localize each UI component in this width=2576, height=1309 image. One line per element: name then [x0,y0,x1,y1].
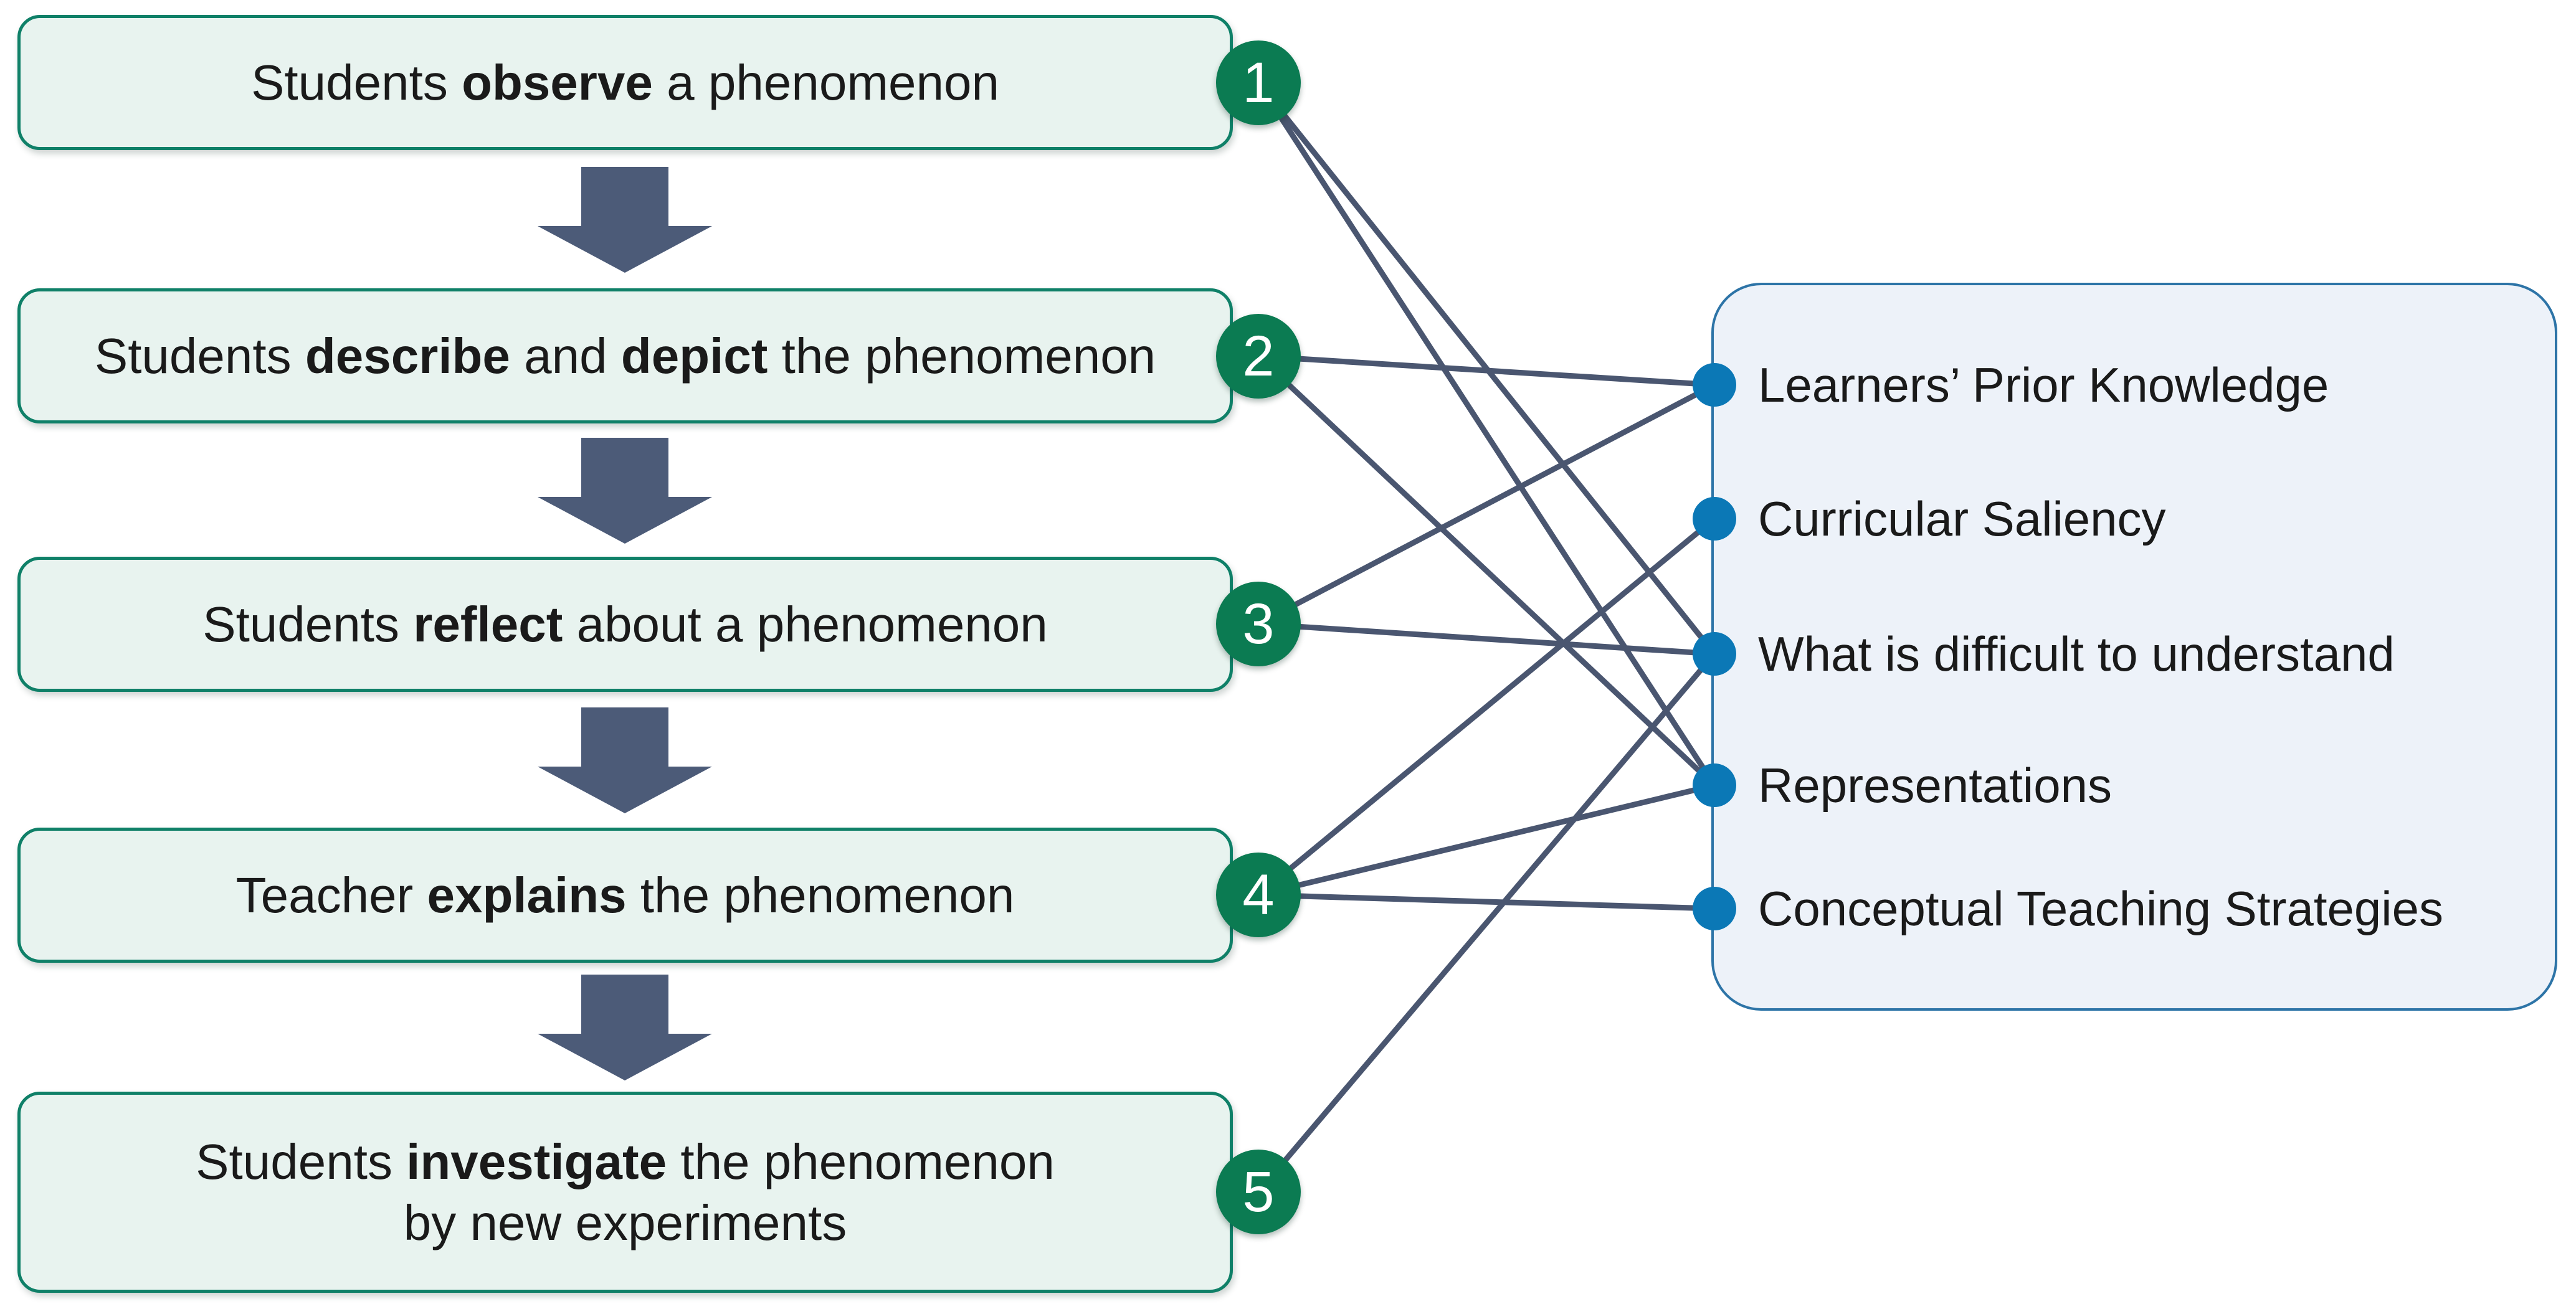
connection-line-1-difficult [1281,112,1717,656]
connection-line-2-prior [1298,356,1715,388]
pck-panel [1711,283,2557,1011]
step-box-describe-depict: Students describe and depict the phenome… [17,288,1233,423]
connection-line-3-prior [1292,382,1716,608]
step-label: Students describe and depict the phenome… [94,328,1156,384]
pck-item-dot [1693,887,1736,930]
connection-line-1-representations [1278,115,1717,787]
step-number-circle-2: 2 [1216,314,1301,399]
pck-item-label: Representations [1758,757,2113,813]
connection-line-3-difficult [1298,623,1715,657]
pck-item-label: Learners’ Prior Knowledge [1758,357,2329,412]
step-label: Students observe a phenomenon [251,54,999,110]
connection-line-5-difficult [1281,652,1717,1164]
connection-line-4-strategies [1298,893,1715,912]
down-arrow-icon [538,167,712,273]
pck-item-dot [1693,632,1736,676]
connection-line-2-representations [1285,381,1717,788]
pck-item-label: Conceptual Teaching Strategies [1758,881,2443,936]
pck-item-dot [1693,497,1736,541]
down-arrow-icon [538,707,712,813]
pck-item-dot [1693,763,1736,807]
step-box-explains: Teacher explains the phenomenon [17,828,1233,963]
step-number-circle-4: 4 [1216,853,1301,937]
down-arrow-icon [538,975,712,1080]
step-box-observe: Students observe a phenomenon [17,15,1233,150]
pck-item-label: Curricular Saliency [1758,491,2166,546]
connection-line-4-representations [1296,782,1716,889]
step-number-circle-5: 5 [1216,1150,1301,1234]
step-number-circle-1: 1 [1216,40,1301,125]
pck-item-dot [1693,363,1736,407]
step-label: Students reflect about a phenomenon [202,596,1048,652]
pck-item-label: What is difficult to understand [1758,626,2395,681]
step-number-circle-3: 3 [1216,582,1301,666]
step-label: Teacher explains the phenomenon [235,867,1015,923]
down-arrow-icon [538,438,712,544]
step-box-reflect: Students reflect about a phenomenon [17,557,1233,692]
connection-line-4-curricular [1287,516,1716,872]
